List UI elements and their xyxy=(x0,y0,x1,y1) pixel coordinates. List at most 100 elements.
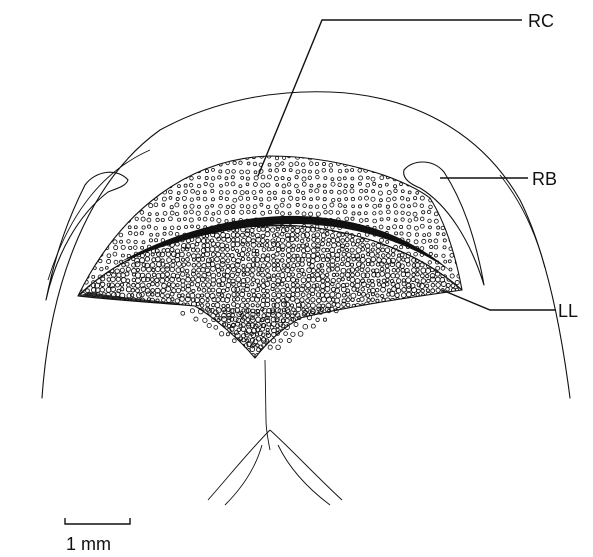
papilla xyxy=(289,162,293,166)
papilla xyxy=(168,177,171,180)
papilla xyxy=(282,168,285,171)
papilla xyxy=(169,231,173,235)
papilla xyxy=(351,168,354,171)
papilla xyxy=(162,162,165,165)
papilla xyxy=(92,354,96,358)
papilla xyxy=(291,292,295,296)
papilla xyxy=(399,149,402,152)
papilla xyxy=(85,225,89,229)
papilla xyxy=(386,240,389,243)
papilla xyxy=(442,324,446,328)
papilla xyxy=(436,156,439,159)
papilla xyxy=(463,268,467,272)
papilla xyxy=(276,267,281,272)
papilla xyxy=(77,324,80,327)
papilla xyxy=(461,278,466,283)
papilla xyxy=(146,314,149,317)
papilla xyxy=(246,191,249,194)
papilla xyxy=(126,344,130,348)
papilla xyxy=(163,232,166,235)
papilla xyxy=(189,218,193,222)
papilla xyxy=(200,323,204,327)
papilla xyxy=(341,348,344,351)
papilla xyxy=(121,212,125,216)
papilla xyxy=(82,323,86,327)
papilla xyxy=(235,304,239,308)
papilla xyxy=(420,332,425,337)
papilla xyxy=(101,227,105,231)
papilla xyxy=(434,212,438,216)
papilla xyxy=(197,184,200,187)
papilla xyxy=(247,293,250,296)
papilla xyxy=(76,352,79,355)
papilla xyxy=(382,254,386,258)
papilla xyxy=(105,332,109,336)
papilla xyxy=(355,328,360,333)
papilla xyxy=(136,322,141,327)
papilla xyxy=(172,343,176,347)
papilla xyxy=(376,343,379,346)
papilla xyxy=(142,349,146,353)
papilla xyxy=(76,333,80,337)
papilla xyxy=(376,358,381,363)
papilla xyxy=(170,267,175,272)
papilla xyxy=(364,155,368,159)
papilla xyxy=(128,171,131,174)
papilla xyxy=(431,309,434,312)
papilla xyxy=(241,359,246,364)
papilla xyxy=(121,148,124,151)
papilla xyxy=(361,288,365,292)
papilla xyxy=(461,302,466,307)
papilla xyxy=(150,354,154,358)
papilla xyxy=(86,289,90,293)
papilla xyxy=(445,328,450,333)
papilla xyxy=(78,268,81,271)
papilla xyxy=(386,333,390,337)
papilla xyxy=(190,358,194,362)
papilla xyxy=(92,229,96,233)
papilla xyxy=(297,244,301,248)
papilla xyxy=(261,244,264,247)
papilla xyxy=(232,210,235,213)
papilla xyxy=(93,224,97,228)
papilla xyxy=(464,169,467,172)
papilla xyxy=(79,212,83,216)
papilla xyxy=(386,278,389,281)
papilla xyxy=(92,248,97,253)
papilla xyxy=(246,197,249,200)
papilla xyxy=(100,237,104,241)
papilla xyxy=(463,248,466,251)
papilla xyxy=(217,211,221,215)
papilla xyxy=(185,332,189,336)
papilla xyxy=(164,176,167,179)
papilla xyxy=(176,156,179,159)
papilla xyxy=(337,314,341,318)
papilla xyxy=(285,353,290,358)
papilla xyxy=(140,352,144,356)
papilla xyxy=(163,211,167,215)
papilla xyxy=(401,348,406,353)
papilla xyxy=(376,329,380,333)
papilla xyxy=(401,268,405,272)
papilla xyxy=(134,189,137,192)
papilla xyxy=(443,239,446,242)
papilla xyxy=(431,234,435,238)
papilla xyxy=(268,345,272,349)
papilla xyxy=(178,218,181,221)
papilla xyxy=(163,227,166,230)
papilla xyxy=(370,329,374,333)
papilla xyxy=(373,204,377,208)
papilla xyxy=(191,254,196,259)
papilla xyxy=(161,359,165,363)
papilla xyxy=(235,354,240,359)
papilla xyxy=(346,253,351,258)
papilla xyxy=(100,287,104,291)
papilla xyxy=(271,359,275,363)
papilla xyxy=(186,313,190,317)
papilla xyxy=(429,177,432,180)
papilla xyxy=(211,333,215,337)
papilla xyxy=(155,283,159,287)
papilla xyxy=(171,354,175,358)
papilla xyxy=(392,338,396,342)
papilla xyxy=(407,263,411,267)
